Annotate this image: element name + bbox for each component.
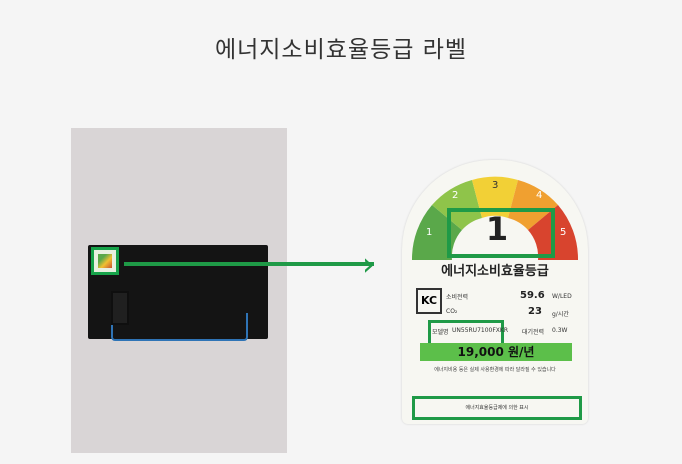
note-text: 에너지비용 등은 실제 사용환경에 따라 달라질 수 있습니다 <box>434 367 556 373</box>
power-unit: W/LED <box>552 293 572 300</box>
power-value: 59.6 <box>520 290 545 301</box>
gauge-number-4: 4 <box>536 190 542 201</box>
tv-energy-sticker <box>91 247 119 275</box>
energy-label-card: 1 2 3 4 5 1 에너지소비효율등급 KC 소비전력 59.6 W/LED… <box>402 160 588 424</box>
gauge-number-5: 5 <box>560 227 566 238</box>
grade-highlight-box <box>447 208 555 258</box>
gauge-number-1: 1 <box>426 227 432 238</box>
tv-stand-cable <box>111 313 248 341</box>
co2-label: CO₂ <box>446 308 458 315</box>
arrow-right-icon: › <box>362 245 375 283</box>
tv-port-slot <box>111 291 129 325</box>
standby-value: 0.3W <box>552 327 568 334</box>
gauge-number-3: 3 <box>492 180 498 191</box>
co2-value: 23 <box>528 306 542 317</box>
model-value: UN55RU7100FXKR <box>452 327 509 334</box>
card-title: 에너지소비효율등급 <box>441 264 549 279</box>
connector-line <box>124 262 374 266</box>
tv-photo-panel <box>71 128 287 453</box>
page-title: 에너지소비효율등급 라벨 <box>214 37 468 63</box>
power-label: 소비전력 <box>446 294 469 301</box>
kc-mark-icon: KC <box>416 288 442 314</box>
co2-unit: g/시간 <box>552 311 569 318</box>
footer-highlight-box: 에너지효율등급제에 의한 표시 <box>412 396 582 420</box>
grade-number: 1 <box>485 210 509 248</box>
model-label: 모델명 <box>432 329 449 336</box>
annual-cost-bar: 19,000 원/년 <box>420 343 572 361</box>
standby-label: 대기전력 <box>522 329 545 336</box>
gauge-number-2: 2 <box>452 190 458 201</box>
